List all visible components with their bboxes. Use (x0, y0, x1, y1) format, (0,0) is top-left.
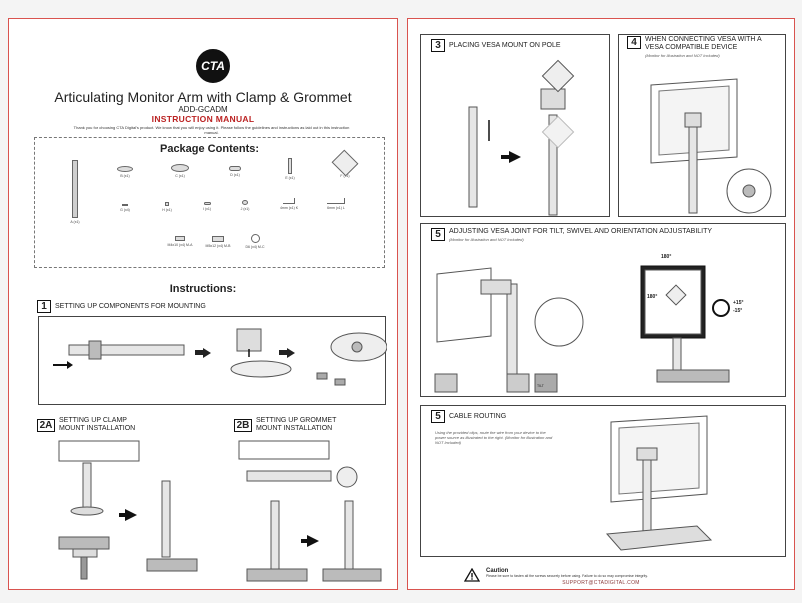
part-e: E (x1) (275, 158, 305, 180)
step-2a-number: 2A (37, 418, 55, 432)
step-5-cable-box: 5 CABLE ROUTING Using the provided clips… (420, 405, 786, 557)
step-1-illustration (38, 316, 388, 405)
step-1-heading: 1 SETTING UP COMPONENTS FOR MOUNTING (37, 300, 206, 313)
part-g: G (x4) (115, 204, 135, 212)
part-c: C (x1) (165, 164, 195, 178)
arrow-right-icon (279, 350, 287, 355)
step-5-adjusting-box: 5 ADJUSTING VESA JOINT FOR TILT, SWIVEL … (420, 223, 786, 397)
part-f-vesa-plate: F (x1) (325, 149, 365, 178)
step-3-number: 3 (431, 39, 445, 52)
step-3-box: 3 PLACING VESA MOUNT ON POLE (420, 34, 610, 217)
step-2b-heading: 2B SETTING UP GROMMET MOUNT INSTALLATION (234, 417, 336, 433)
intro-text: Thank you for choosing CTA Digital's pro… (73, 125, 350, 135)
warning-icon (463, 567, 481, 582)
step-5-cable-diagram (605, 415, 713, 551)
part-k-allen-key: 4mm (x1) K (275, 198, 303, 210)
model-number: ADD-GCADM (178, 105, 228, 114)
caution-text: Please be sure to fasten all the screws … (486, 574, 648, 578)
step-3-diagram (468, 59, 575, 216)
step-2b-title-line2: MOUNT INSTALLATION (256, 425, 333, 432)
step-2b-number: 2B (234, 418, 252, 432)
step-1-diagram (53, 328, 388, 386)
arrow-right-icon (195, 350, 203, 355)
rotation-angle-label: 180° (647, 294, 658, 300)
part-b: B (x1) (110, 166, 140, 178)
swivel-angle-label: 180° (661, 254, 672, 260)
step-2a-diagram (58, 440, 198, 580)
tilt-label: TILT (537, 384, 544, 388)
part-d: D (x1) (220, 166, 250, 177)
caution-notice: Caution Please be sure to fasten all the… (463, 567, 648, 582)
step-1-title: SETTING UP COMPONENTS FOR MOUNTING (55, 302, 206, 310)
caution-title: Caution (486, 568, 509, 574)
step-4-note: (Monitor for Illustration and NOT Includ… (645, 53, 720, 58)
step-4-title-line1: WHEN CONNECTING VESA WITH A (645, 36, 762, 43)
step-4-number: 4 (627, 36, 641, 49)
step-4-heading: 4 WHEN CONNECTING VESA WITH A VESA COMPA… (627, 36, 762, 60)
part-m-c-washer: D6 (x4) M-C (240, 234, 270, 249)
part-h: H (x1) (157, 202, 177, 212)
part-m-b-screw: M5x12 (x4) M-B (203, 236, 233, 248)
part-l-allen-key: 6mm (x1) L (320, 198, 352, 210)
part-m-a-screw: M4x10 (x4) M-A (165, 236, 195, 247)
step-5-cable-number: 5 (431, 410, 445, 423)
instructions-title: Instructions: (169, 283, 237, 295)
step-2b-diagram (238, 440, 382, 582)
manual-page-left: CTA Articulating Monitor Arm with Clamp … (8, 18, 398, 590)
step-5-adjusting-note: (Monitor for Illustration and NOT Includ… (449, 237, 524, 242)
step-4-box: 4 WHEN CONNECTING VESA WITH A VESA COMPA… (618, 34, 786, 217)
step-5-cable-note: Using the provided clips, route the wire… (435, 430, 553, 445)
step-5-adjusting-title: ADJUSTING VESA JOINT FOR TILT, SWIVEL AN… (449, 228, 713, 235)
part-a-pole: A (x1) (65, 160, 85, 224)
step-5-adjusting-heading: 5 ADJUSTING VESA JOINT FOR TILT, SWIVEL … (431, 228, 712, 244)
step-2b-title-line1: SETTING UP GROMMET (256, 417, 337, 424)
step-5-cable-heading: 5 CABLE ROUTING (431, 410, 506, 423)
step-4-diagram (650, 78, 772, 214)
cta-logo: CTA (196, 49, 230, 83)
step-3-title: PLACING VESA MOUNT ON POLE (449, 41, 561, 49)
step-5-adjusting-number: 5 (431, 228, 445, 241)
package-contents-title: Package Contents: (159, 143, 260, 155)
arrow-right-icon (287, 348, 295, 358)
step-5-cable-title: CABLE ROUTING (449, 412, 507, 420)
part-j: J (x1) (235, 200, 255, 211)
step-2a-heading: 2A SETTING UP CLAMP MOUNT INSTALLATION (37, 417, 135, 433)
document-title: Articulating Monitor Arm with Clamp & Gr… (54, 89, 352, 105)
support-email: SUPPORT@CTADIGITAL.COM (562, 580, 640, 586)
manual-page-right: 3 PLACING VESA MOUNT ON POLE 4 WHEN CONN… (407, 18, 795, 590)
step-1-number: 1 (37, 300, 51, 313)
tilt-down-label: -15° (733, 308, 743, 314)
step-5-adjusting-diagram (434, 265, 730, 393)
step-2a-title-line1: SETTING UP CLAMP (59, 417, 127, 424)
step-3-heading: 3 PLACING VESA MOUNT ON POLE (431, 39, 561, 52)
package-contents-box: Package Contents: A (x1) B (x1) C (x1) D… (34, 137, 385, 268)
arrow-right-icon (203, 348, 211, 358)
manual-heading: INSTRUCTION MANUAL (151, 114, 255, 124)
tilt-up-label: +15° (733, 300, 744, 306)
step-2a-title-line2: MOUNT INSTALLATION (59, 425, 136, 432)
part-i: I (x1) (197, 202, 217, 211)
step-4-title-line2: VESA COMPATIBLE DEVICE (645, 44, 738, 51)
